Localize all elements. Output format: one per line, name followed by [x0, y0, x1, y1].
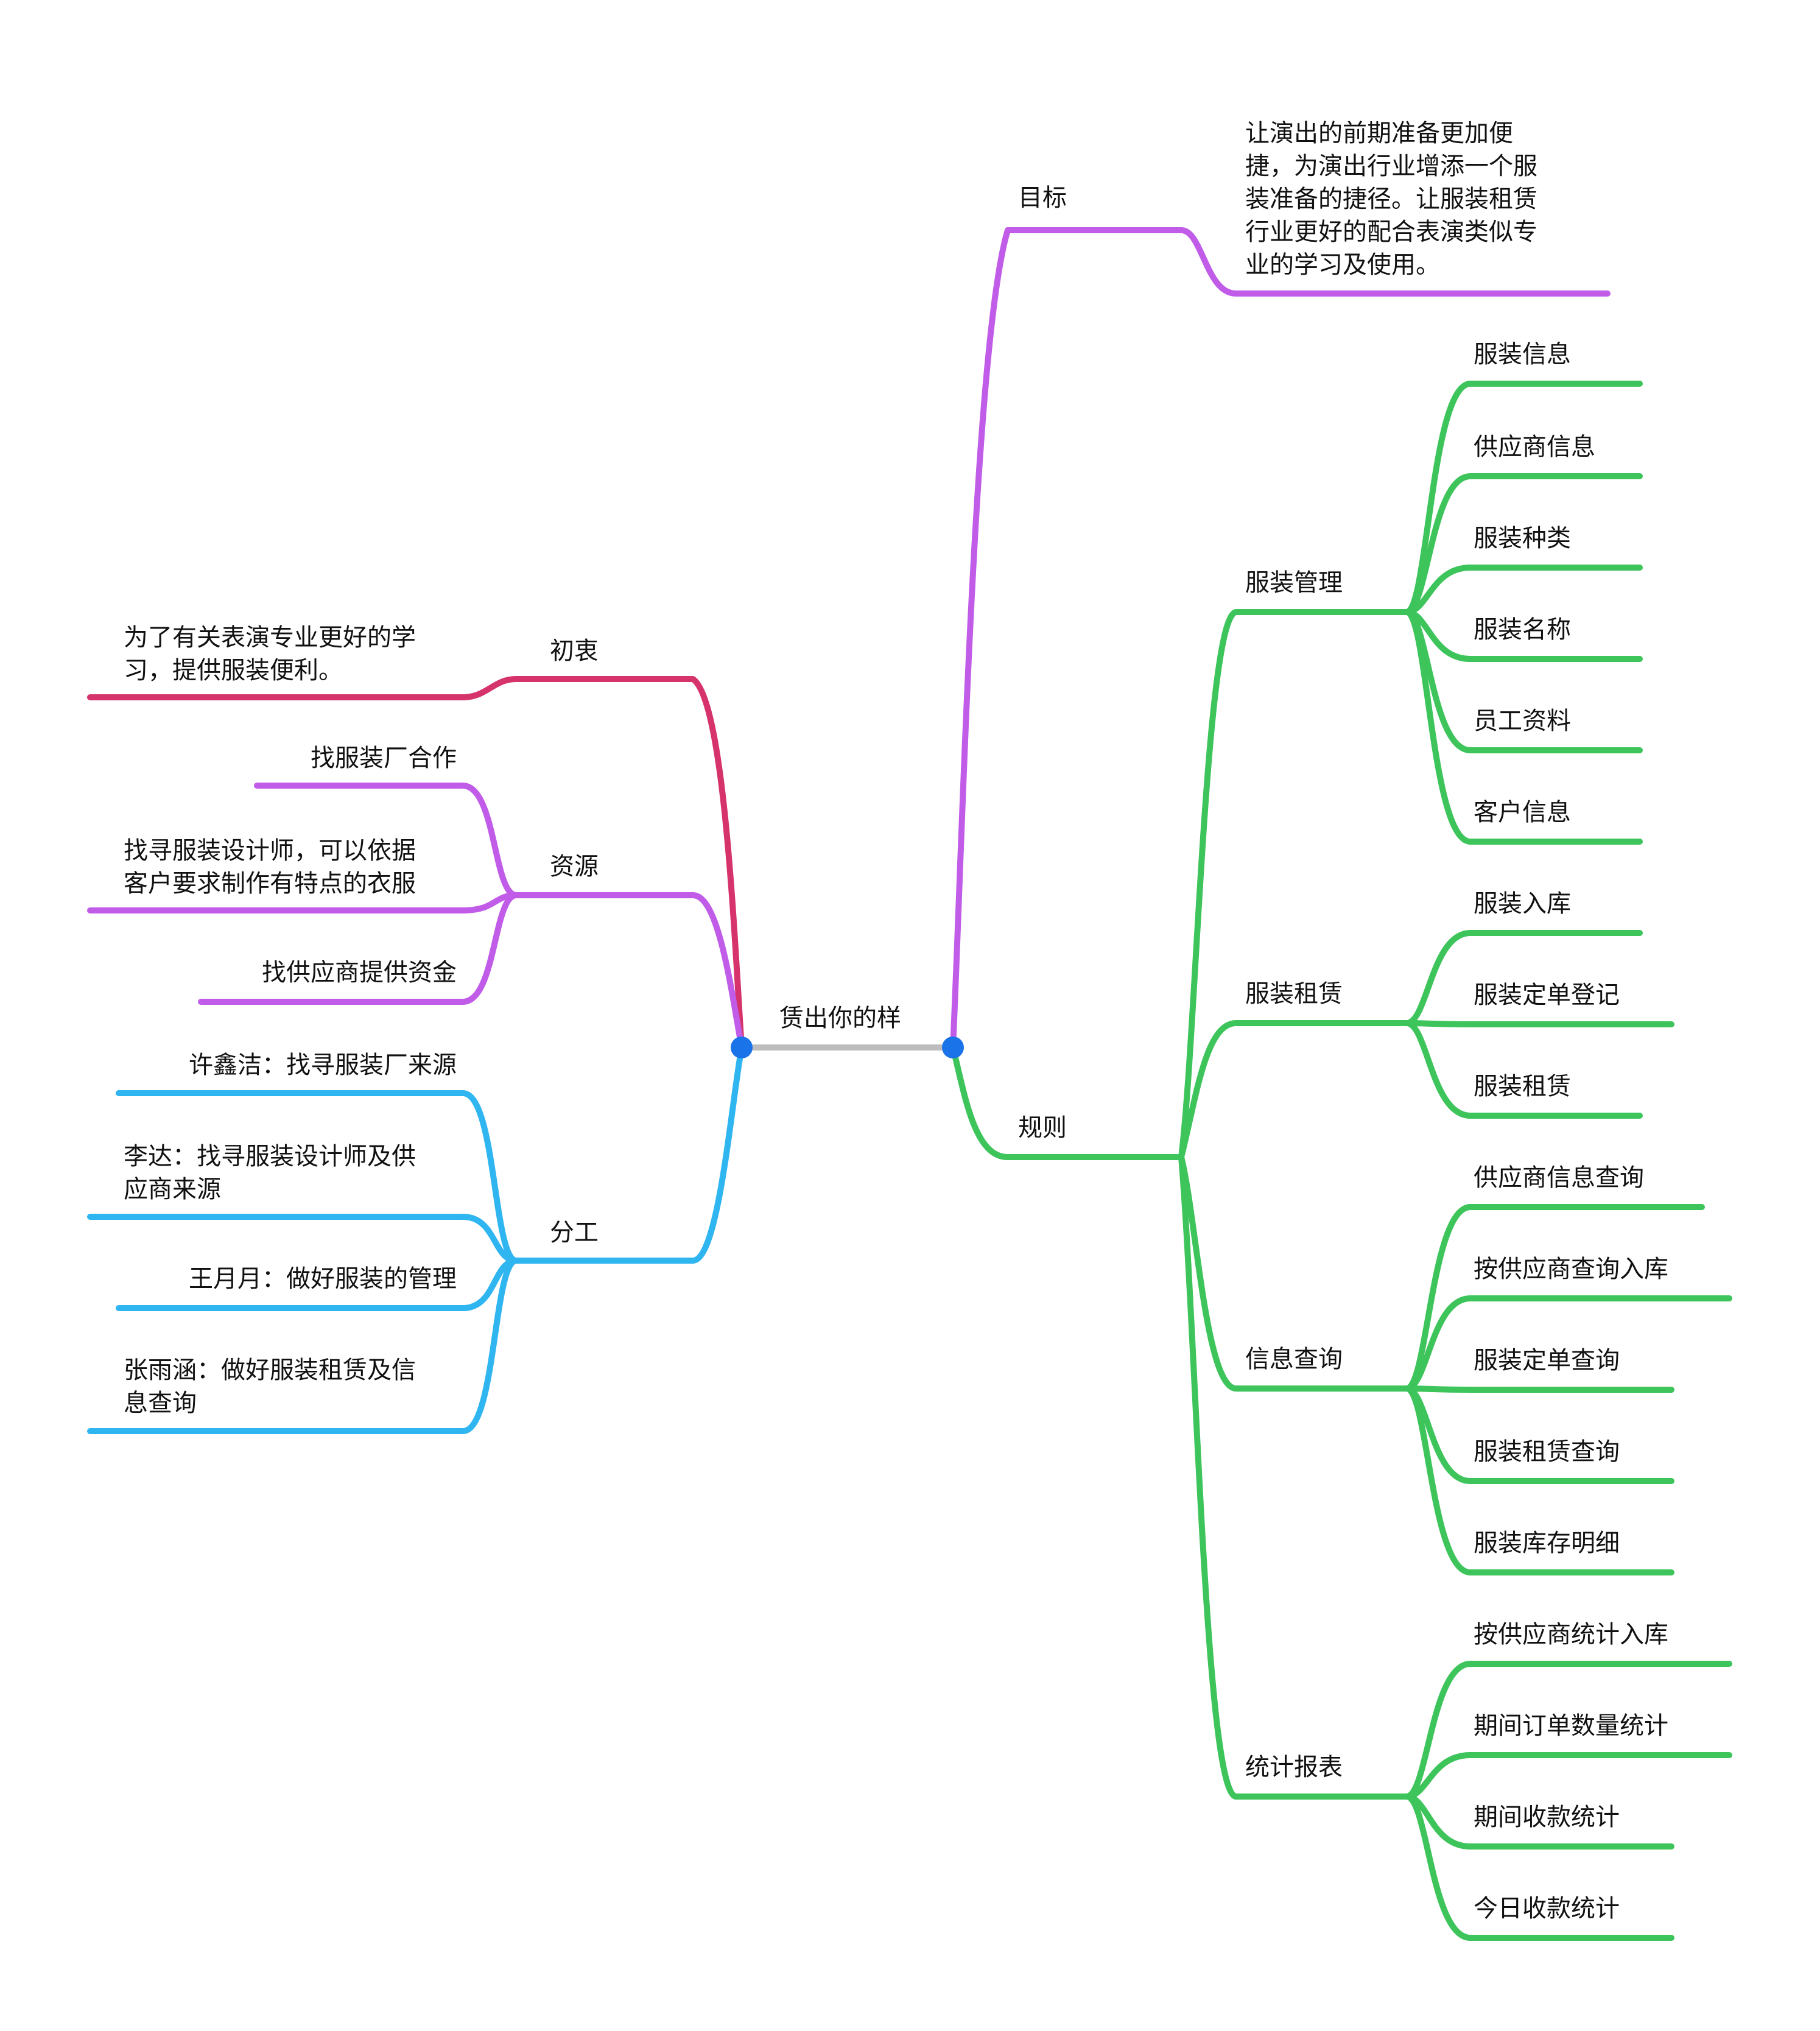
edge-ziyuan-leaf-1	[254, 783, 519, 898]
leaf-chuzhong-1[interactable]: 为了有关表演专业更好的学 习，提供服装便利。	[124, 624, 416, 685]
leaf-guanli-5[interactable]: 员工资料	[1474, 707, 1571, 735]
leaf-fengong-3[interactable]: 王月月：做好服装的管理	[189, 1265, 457, 1293]
leaf-ziyuan-3[interactable]: 找供应商提供资金	[262, 959, 457, 987]
branch-guize[interactable]: 规则	[1018, 1114, 1067, 1142]
leaf-guanli-2[interactable]: 供应商信息	[1474, 433, 1595, 461]
edge-mubiao-leaf	[1178, 227, 1611, 297]
branch-chuzhong[interactable]: 初衷	[550, 637, 599, 665]
edge-ziyuan-leaf-3	[198, 892, 519, 1005]
leaf-ziyuan-2[interactable]: 找寻服装设计师，可以依据 客户要求制作有特点的衣服	[124, 837, 416, 898]
root-right-connector-dot[interactable]	[942, 1037, 964, 1058]
edge-leaf-1-3	[1404, 565, 1643, 615]
edge-chuzhong	[513, 676, 745, 1051]
edge-fengong-leaf-1	[116, 1090, 519, 1264]
edge-leaf-2-2	[1404, 1020, 1674, 1027]
root-topic[interactable]: 赁出你的样	[779, 1004, 901, 1032]
edge-leaf-2-3	[1404, 1020, 1643, 1119]
edge-leaf-3-5	[1404, 1385, 1674, 1575]
edge-leaf-1-6	[1404, 609, 1643, 845]
edge-chuzhong-leaf	[87, 676, 519, 700]
group-fuzhuang-zulin[interactable]: 服装租赁	[1245, 980, 1343, 1008]
leaf-fengong-2[interactable]: 李达：找寻服装设计师及供 应商来源	[124, 1142, 416, 1203]
leaf-zulin-3[interactable]: 服装租赁	[1474, 1072, 1571, 1100]
edge-guize	[950, 1044, 1184, 1160]
edge-leaf-3-2	[1404, 1295, 1732, 1392]
edge-fengong-leaf-2	[87, 1214, 519, 1264]
leaf-tongji-4[interactable]: 今日收款统计	[1474, 1895, 1620, 1923]
leaf-tongji-1[interactable]: 按供应商统计入库	[1474, 1621, 1668, 1649]
leaf-chaxun-3[interactable]: 服装定单查询	[1474, 1346, 1620, 1375]
leaf-zulin-1[interactable]: 服装入库	[1474, 890, 1571, 918]
edge-leaf-4-4	[1404, 1793, 1674, 1941]
group-tongji-baobiao[interactable]: 统计报表	[1245, 1753, 1343, 1781]
edge-fengong	[513, 1044, 745, 1264]
edge-leaf-2-1	[1404, 930, 1643, 1026]
leaf-chaxun-4[interactable]: 服装租赁查询	[1474, 1438, 1620, 1466]
leaf-tongji-3[interactable]: 期间收款统计	[1474, 1803, 1620, 1831]
leaf-chaxun-1[interactable]: 供应商信息查询	[1474, 1164, 1644, 1192]
edge-fengong-leaf-4	[87, 1258, 519, 1434]
edge-group-4	[1178, 1154, 1410, 1800]
branch-mubiao[interactable]: 目标	[1018, 184, 1067, 212]
edge-ziyuan	[513, 892, 745, 1051]
leaf-guanli-4[interactable]: 服装名称	[1474, 616, 1571, 644]
group-xinxi-chaxun[interactable]: 信息查询	[1245, 1345, 1343, 1373]
edge-mubiao	[950, 227, 1184, 1051]
branch-ziyuan[interactable]: 资源	[550, 853, 599, 881]
edge-group-1	[1178, 609, 1410, 1160]
edge-leaf-4-1	[1404, 1661, 1732, 1800]
leaf-mubiao-1[interactable]: 让演出的前期准备更加便 捷，为演出行业增添一个服 装准备的捷径。让服装租赁 行业…	[1245, 119, 1537, 279]
edge-group-2	[1178, 1020, 1410, 1160]
edge-leaf-3-3	[1404, 1385, 1674, 1393]
group-fuzhuang-guanli[interactable]: 服装管理	[1245, 569, 1343, 597]
branch-fengong[interactable]: 分工	[550, 1219, 599, 1247]
leaf-chaxun-2[interactable]: 按供应商查询入库	[1474, 1255, 1668, 1283]
edge-leaf-1-2	[1404, 473, 1643, 615]
edge-leaf-4-2	[1404, 1752, 1732, 1800]
edge-group-3	[1178, 1154, 1410, 1392]
leaf-tongji-2[interactable]: 期间订单数量统计	[1474, 1712, 1668, 1740]
leaf-guanli-3[interactable]: 服装种类	[1474, 524, 1571, 552]
leaf-zulin-2[interactable]: 服装定单登记	[1474, 981, 1620, 1009]
leaf-fengong-4[interactable]: 张雨涵：做好服装租赁及信 息查询	[124, 1356, 416, 1417]
root-left-connector-dot[interactable]	[731, 1037, 753, 1058]
leaf-guanli-1[interactable]: 服装信息	[1474, 340, 1571, 368]
leaf-chaxun-5[interactable]: 服装库存明细	[1474, 1529, 1620, 1557]
leaf-fengong-1[interactable]: 许鑫洁：找寻服装厂来源	[189, 1051, 457, 1079]
leaf-guanli-6[interactable]: 客户信息	[1474, 798, 1571, 826]
leaf-ziyuan-1[interactable]: 找服装厂合作	[311, 744, 457, 772]
